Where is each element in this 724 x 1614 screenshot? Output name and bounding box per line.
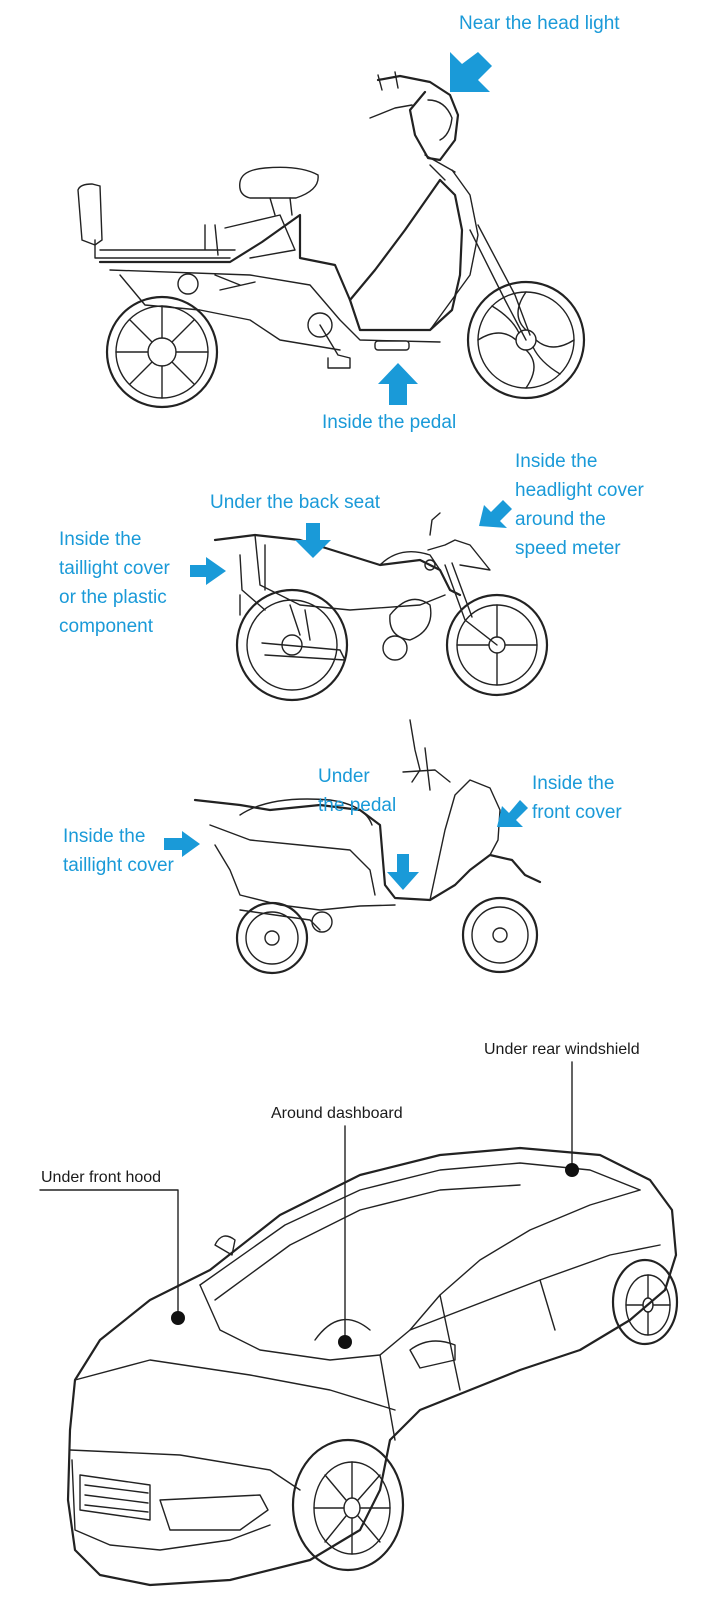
label-front-cover-line-1: Inside the xyxy=(532,773,615,794)
car-body xyxy=(66,1146,678,1587)
label-headlight-line-4: speed meter xyxy=(515,538,621,559)
motorcycle-rear-wheel xyxy=(235,588,349,702)
scooter-front-wheel xyxy=(461,896,539,974)
label-near-head-light: Near the head light xyxy=(459,13,620,34)
label-scooter-taillight-line-2: taillight cover xyxy=(63,855,174,876)
motorcycle-back-seat-arrow xyxy=(295,523,331,558)
label-headlight-line-3: around the xyxy=(515,509,606,530)
dot-front-hood xyxy=(171,1311,185,1325)
ebike-headlight-arrow xyxy=(450,52,492,92)
label-front-cover-line-2: front cover xyxy=(532,802,622,823)
ebike-rear-wheel xyxy=(105,295,219,409)
ebike-panel: Near the head light Inside the pedal xyxy=(0,0,724,445)
scooter-rear-wheel xyxy=(235,901,309,975)
label-inside-pedal: Inside the pedal xyxy=(322,412,457,433)
car-front-wheel xyxy=(291,1438,405,1572)
label-under-back-seat: Under the back seat xyxy=(210,492,381,513)
car-panel: Under rear windshield Around dashboard U… xyxy=(0,1030,724,1614)
label-taillight-line-1: Inside the xyxy=(59,529,142,550)
ebike-pedal-arrow xyxy=(378,363,418,405)
motorcycle-panel: Under the back seat Inside the headlight… xyxy=(0,445,724,710)
motorcycle-headlight-arrow xyxy=(479,500,512,528)
label-under-rear-windshield: Under rear windshield xyxy=(484,1041,640,1058)
scooter-taillight-arrow xyxy=(164,831,200,857)
scooter-front-cover-arrow xyxy=(497,800,528,827)
motorcycle-body xyxy=(213,512,498,661)
ebike-body xyxy=(98,169,531,369)
scooter-pedal-arrow xyxy=(387,854,419,890)
car-drawing xyxy=(39,1061,679,1587)
label-under-pedal: Under the pedal xyxy=(318,762,396,820)
scooter-panel: Under the pedal Inside the front cover I… xyxy=(0,710,724,990)
ebike-handlebar xyxy=(369,71,460,181)
label-taillight-cover: Inside the taillight cover or the plasti… xyxy=(59,525,170,641)
label-headlight-line-1: Inside the xyxy=(515,451,598,472)
dot-dashboard xyxy=(338,1335,352,1349)
motorcycle-front-wheel xyxy=(445,593,549,697)
label-headlight-line-2: headlight cover xyxy=(515,480,644,501)
label-under-pedal-line-2: the pedal xyxy=(318,795,397,816)
ebike-drawing xyxy=(77,52,586,409)
label-taillight-line-2: taillight cover xyxy=(59,558,170,579)
label-taillight-line-4: component xyxy=(59,616,154,637)
label-under-front-hood: Under front hood xyxy=(41,1169,162,1186)
label-under-pedal-line-1: Under xyxy=(318,766,370,787)
label-headlight-cover: Inside the headlight cover around the sp… xyxy=(515,447,644,563)
car-rear-wheel xyxy=(611,1258,679,1346)
label-around-dashboard: Around dashboard xyxy=(271,1105,403,1122)
leader-front-hood xyxy=(39,1189,179,1319)
dot-rear-windshield xyxy=(565,1163,579,1177)
scooter-drawing xyxy=(164,719,542,975)
label-scooter-taillight-line-1: Inside the xyxy=(63,826,146,847)
scooter-body xyxy=(193,719,542,933)
motorcycle-drawing xyxy=(190,500,549,702)
motorcycle-taillight-arrow xyxy=(190,557,226,585)
ebike-seats xyxy=(77,166,319,259)
ebike-front-wheel xyxy=(466,280,586,400)
label-taillight-line-3: or the plastic xyxy=(59,587,167,608)
label-front-cover: Inside the front cover xyxy=(532,769,622,827)
label-scooter-taillight: Inside the taillight cover xyxy=(63,822,174,880)
